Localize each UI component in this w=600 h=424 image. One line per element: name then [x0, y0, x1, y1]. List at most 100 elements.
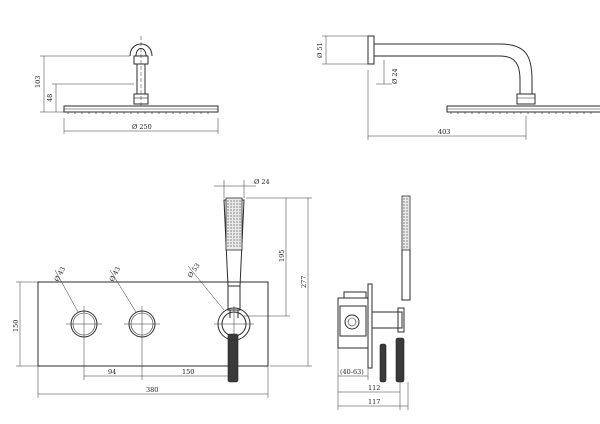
grip-dot: [227, 245, 229, 247]
dim-150-spacing: 150: [182, 368, 194, 376]
dim-195: 195: [278, 250, 286, 262]
grip-dot: [230, 203, 232, 205]
grip-dot: [403, 237, 405, 239]
grip-dot: [233, 230, 235, 232]
grip-dot: [227, 227, 229, 229]
grip-dot: [239, 227, 241, 229]
grip-dot: [230, 206, 232, 208]
valve-side-section: [337, 195, 411, 383]
grip-dot: [406, 246, 408, 248]
dim-d51: Ø 51: [316, 42, 324, 58]
grip-dot: [403, 222, 405, 224]
grip-dot: [239, 218, 241, 220]
grip-dot: [233, 224, 235, 226]
grip-dot: [233, 215, 235, 217]
grip-dot: [239, 206, 241, 208]
grip-dot: [406, 204, 408, 206]
grip-dot: [406, 219, 408, 221]
dim-277: 277: [300, 276, 308, 288]
grip-dot: [239, 236, 241, 238]
grip-dot: [239, 224, 241, 226]
dim-d24-arm: Ø 24: [391, 68, 399, 84]
grip-dot: [233, 209, 235, 211]
grip-dot: [239, 221, 241, 223]
grip-dot: [233, 218, 235, 220]
grip-dot: [239, 209, 241, 211]
grip-dot: [227, 203, 229, 205]
grip-dot: [236, 245, 238, 247]
grip-dot: [236, 200, 238, 202]
grip-dot: [233, 212, 235, 214]
grip-dot: [403, 231, 405, 233]
dim-403: 403: [438, 128, 450, 136]
grip-dot: [406, 237, 408, 239]
grip-dot: [406, 228, 408, 230]
shower-arm-side-view: [367, 35, 600, 114]
grip-dot: [403, 234, 405, 236]
grip-dot: [227, 221, 229, 223]
grip-dot: [233, 221, 235, 223]
grip-dot: [406, 231, 408, 233]
dim-117: 117: [368, 398, 380, 406]
grip-dot: [227, 224, 229, 226]
dim-d53: Ø 53: [186, 262, 202, 279]
grip-dot: [236, 209, 238, 211]
valve-plate-front: [37, 197, 269, 383]
grip-dot: [233, 206, 235, 208]
grip-dot: [233, 227, 235, 229]
grip-dot: [236, 203, 238, 205]
grip-dot: [236, 212, 238, 214]
grip-dot: [230, 218, 232, 220]
grip-dot: [403, 213, 405, 215]
grip-dot: [239, 239, 241, 241]
grip-dot: [230, 239, 232, 241]
grip-dot: [239, 203, 241, 205]
grip-dot: [230, 215, 232, 217]
grip-dot: [227, 215, 229, 217]
grip-dot: [230, 230, 232, 232]
dim-40-63: (40-63): [340, 368, 364, 376]
dim-112: 112: [368, 384, 380, 392]
grip-dot: [403, 204, 405, 206]
grip-dot: [236, 227, 238, 229]
dims-top-right: Ø 51 Ø 24 403: [316, 35, 527, 140]
dims-bottom-left: Ø 43 Ø 43 Ø 53 Ø 24 195 277 150 94 150 3…: [12, 178, 312, 398]
grip-dot: [227, 209, 229, 211]
grip-dot: [227, 212, 229, 214]
grip-dot: [403, 207, 405, 209]
grip-dot: [233, 200, 235, 202]
grip-dot: [236, 233, 238, 235]
grip-dot: [230, 245, 232, 247]
grip-dot: [233, 233, 235, 235]
grip-dot: [403, 201, 405, 203]
grip-dot: [227, 236, 229, 238]
grip-dot: [236, 242, 238, 244]
grip-dot: [406, 243, 408, 245]
grip-dot: [236, 230, 238, 232]
grip-dot: [239, 230, 241, 232]
grip-dot: [406, 240, 408, 242]
shower-head-front-view: [63, 36, 219, 114]
grip-dot: [233, 236, 235, 238]
grip-dot: [236, 236, 238, 238]
dim-d24-handset: Ø 24: [254, 178, 270, 186]
grip-dot: [230, 242, 232, 244]
grip-dot: [406, 201, 408, 203]
grip-dot: [236, 224, 238, 226]
grip-dot: [230, 221, 232, 223]
grip-dot: [406, 210, 408, 212]
dim-d250: Ø 250: [132, 123, 152, 131]
grip-dot: [227, 242, 229, 244]
grip-dot: [230, 227, 232, 229]
grip-dot: [227, 233, 229, 235]
dim-48: 48: [46, 94, 54, 102]
grip-dot: [239, 245, 241, 247]
dim-150-height: 150: [12, 320, 20, 332]
grip-dot: [227, 230, 229, 232]
grip-dot: [403, 198, 405, 200]
grip-dot: [233, 239, 235, 241]
dim-94: 94: [108, 368, 116, 376]
grip-dot: [406, 222, 408, 224]
